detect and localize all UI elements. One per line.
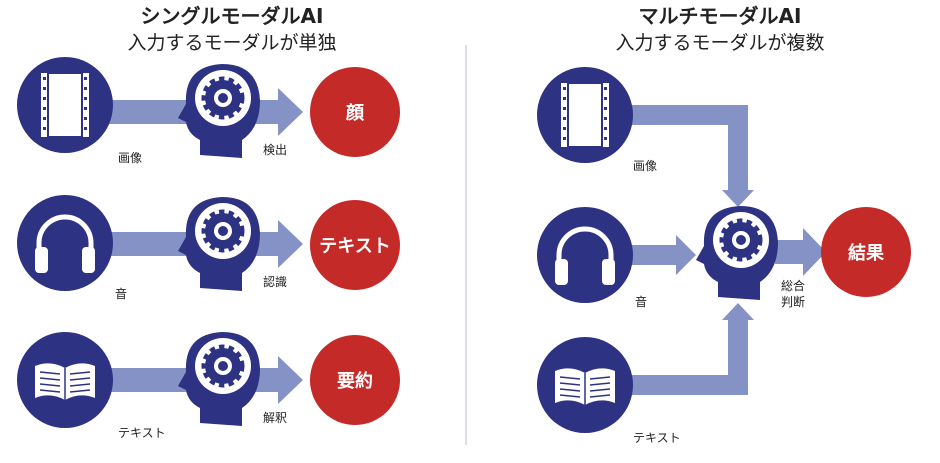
process-label: 認識 xyxy=(263,275,288,289)
ai-head-gear-icon xyxy=(178,64,260,158)
headphones-icon xyxy=(17,195,113,291)
input-label: テキスト xyxy=(633,431,681,445)
single-title: シングルモーダルAI xyxy=(140,4,324,28)
single-subtitle: 入力するモーダルが単独 xyxy=(127,32,337,54)
film-icon xyxy=(16,56,114,154)
process-label: 判断 xyxy=(781,295,806,309)
process-label: 検出 xyxy=(263,143,288,157)
output-label: テキスト xyxy=(319,236,391,257)
multi-arrows xyxy=(620,105,826,395)
output-label: 顔 xyxy=(346,103,364,124)
multi-subtitle: 入力するモーダルが複数 xyxy=(615,32,825,54)
input-label: 音 xyxy=(635,295,648,309)
output-circle xyxy=(310,335,400,425)
output-label: 要約 xyxy=(337,371,373,392)
input-label: テキスト xyxy=(118,426,166,440)
multi-title: マルチモーダルAI xyxy=(638,4,802,28)
output-circle xyxy=(821,207,911,297)
process-label: 総合 xyxy=(781,279,806,293)
input-label: 画像 xyxy=(118,151,143,165)
headphones-icon xyxy=(537,207,633,303)
output-label: 結果 xyxy=(848,243,884,264)
ai-head-gear-icon xyxy=(178,332,260,426)
book-icon xyxy=(536,336,634,434)
ai-head-gear-icon xyxy=(178,197,260,291)
output-circle xyxy=(310,200,400,290)
book-icon xyxy=(16,331,114,429)
output-circle xyxy=(310,67,400,157)
process-label: 解釈 xyxy=(263,411,288,425)
film-icon xyxy=(536,66,634,164)
ai-head-gear-icon xyxy=(696,206,778,300)
input-label: 画像 xyxy=(633,159,658,173)
input-label: 音 xyxy=(115,287,128,301)
